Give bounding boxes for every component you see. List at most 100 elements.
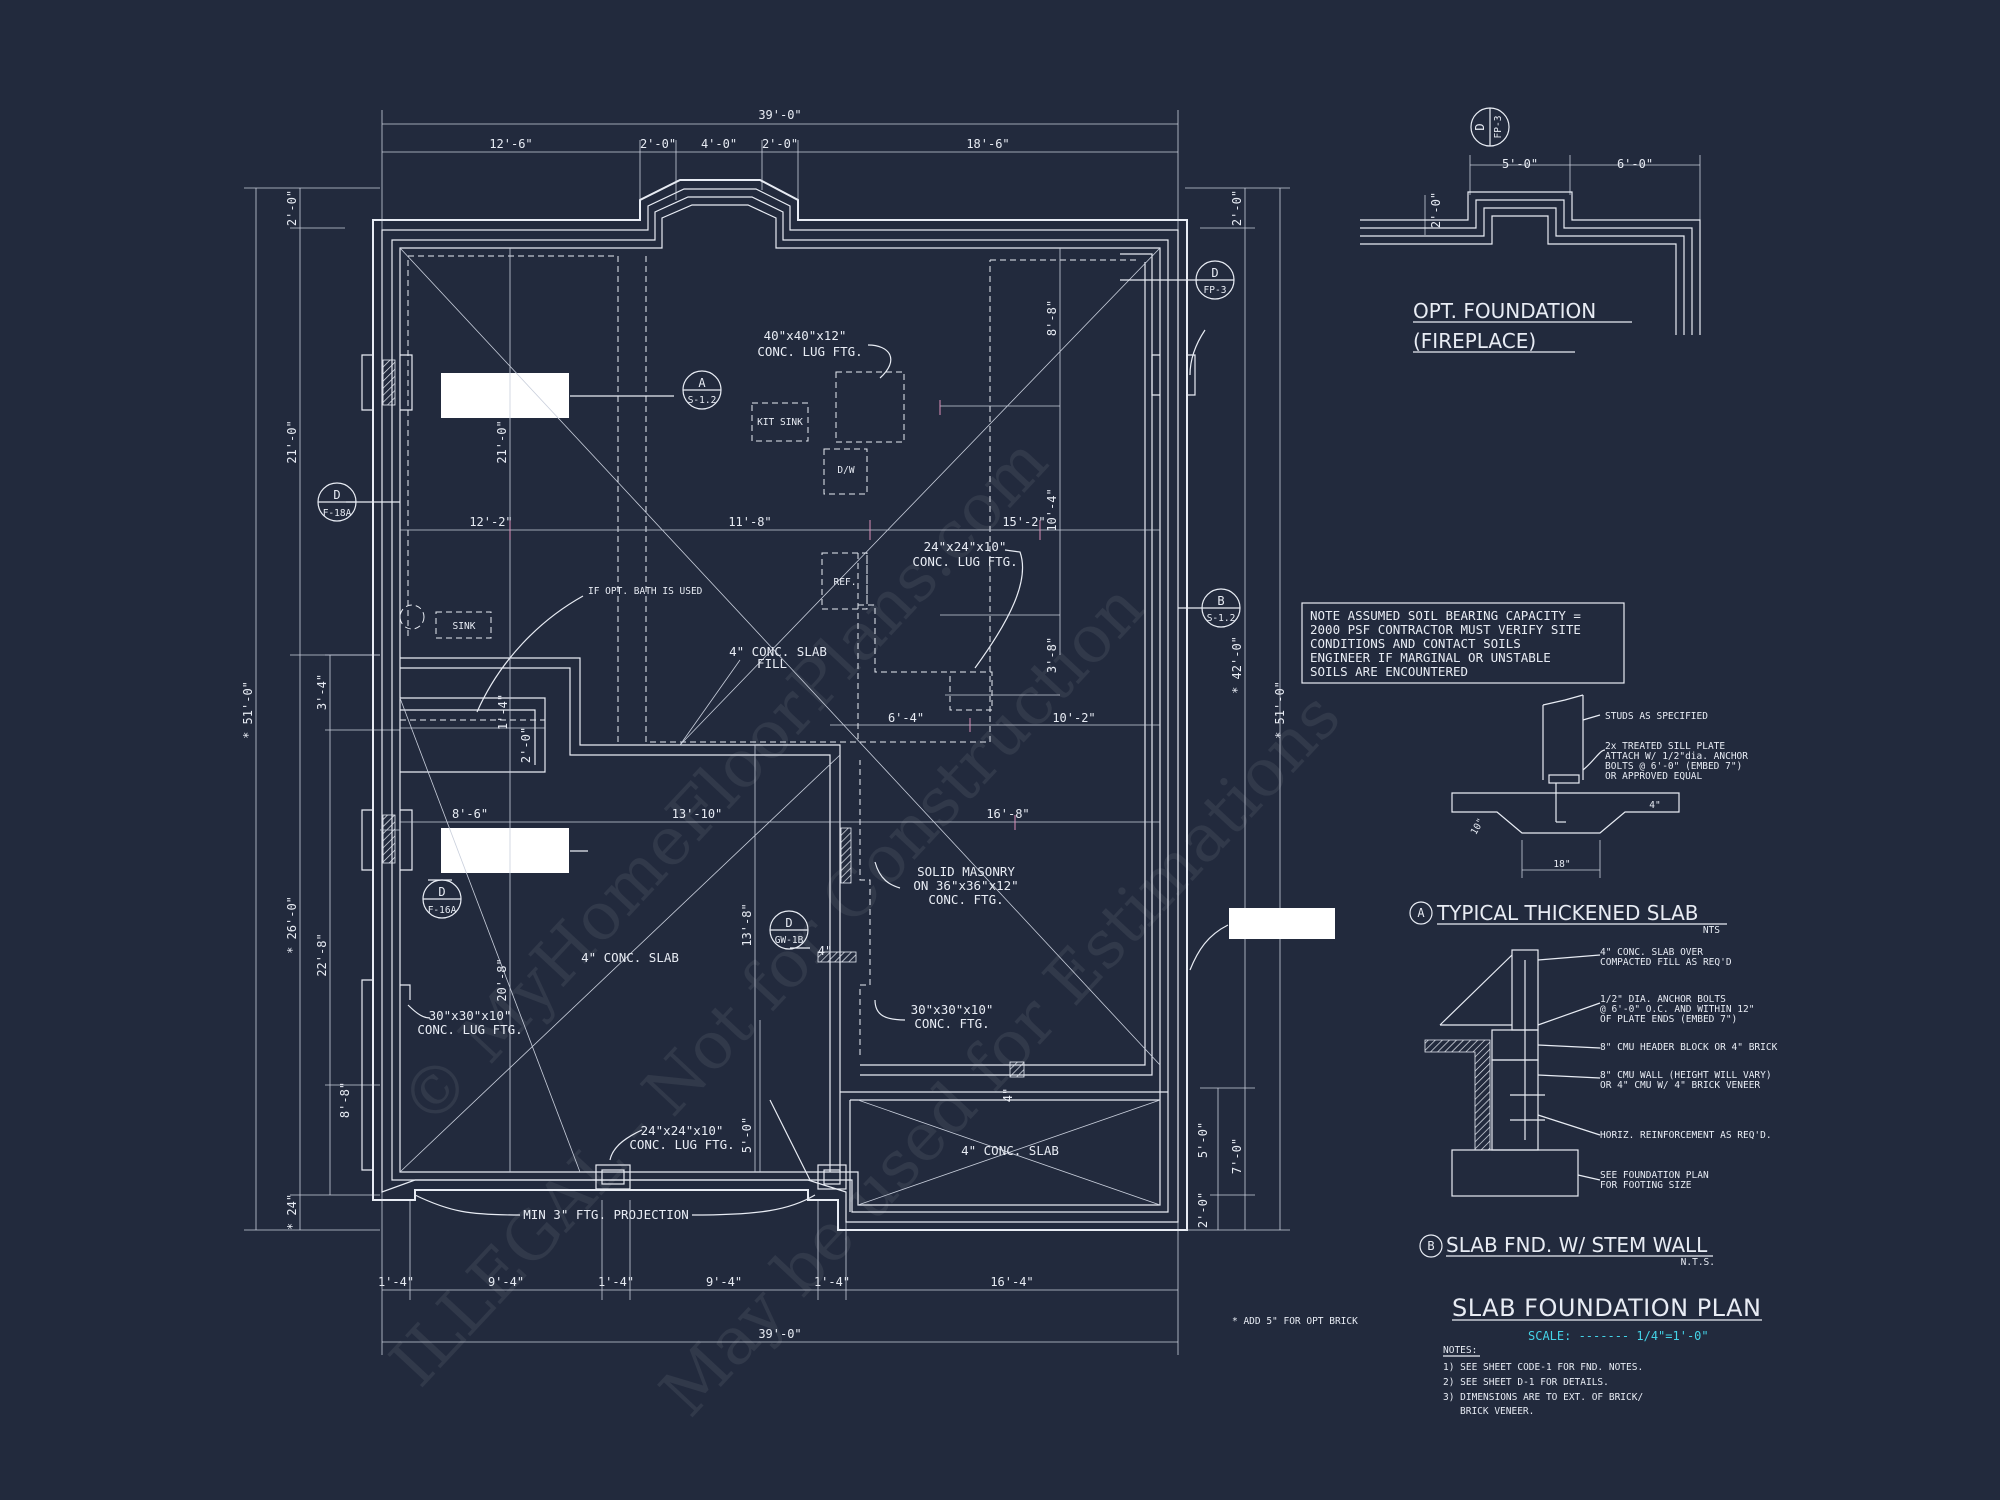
label-sink: SINK [453,621,476,632]
foundation-walls [361,179,1335,1231]
svg-text:S-1.2: S-1.2 [688,395,717,406]
svg-text:2000 PSF CONTRACTOR MUST VERIF: 2000 PSF CONTRACTOR MUST VERIFY SITE [1310,622,1581,637]
section-tag-d-fp3-top[interactable]: D FP-3 [1470,107,1510,147]
svg-text:4": 4" [1649,800,1660,811]
notes-heading: NOTES: [1443,1345,1477,1356]
svg-text:BOLTS @ 6'-0" (EMBED 7"): BOLTS @ 6'-0" (EMBED 7") [1605,761,1742,772]
dim-bottom-1: 1'-4" [378,1275,414,1289]
svg-text:FP-3: FP-3 [1493,116,1504,139]
svg-text:15'-2": 15'-2" [1002,515,1045,529]
svg-text:20'-8": 20'-8" [495,958,509,1001]
lug-footing-24-outline [949,671,993,711]
svg-text:3) DIMENSIONS ARE TO EXT. OF B: 3) DIMENSIONS ARE TO EXT. OF BRICK/ [1443,1392,1643,1403]
toilet-outline [399,604,425,630]
svg-text:BRICK VENEER.: BRICK VENEER. [1460,1406,1534,1417]
svg-text:N.T.S.: N.T.S. [1681,1257,1715,1268]
label-solid-masonry: SOLID MASONRY [917,864,1015,879]
svg-text:ATTACH W/ 1/2"dia. ANCHOR: ATTACH W/ 1/2"dia. ANCHOR [1605,751,1748,762]
svg-text:1) SEE SHEET CODE-1 FOR FND. N: 1) SEE SHEET CODE-1 FOR FND. NOTES. [1443,1362,1643,1373]
section-tags: A S-1.2 D FP-3 D F-18A B S-1.2 D F-16A D… [317,107,1510,950]
svg-text:3'-8": 3'-8" [1045,637,1059,673]
svg-text:SEE FOUNDATION PLAN: SEE FOUNDATION PLAN [1600,1170,1709,1181]
fireplace-dim-2: 6'-0" [1617,157,1653,171]
fireplace-dim-3: 2'-0" [1429,192,1443,228]
svg-text:21'-0": 21'-0" [495,420,509,463]
fireplace-detail: 5'-0" 6'-0" 2'-0" OPT. FOUNDATION (FIREP… [1360,155,1701,353]
svg-text:SOILS ARE ENCOUNTERED: SOILS ARE ENCOUNTERED [1310,664,1468,679]
svg-text:ENGINEER IF MARGINAL OR UNSTAB: ENGINEER IF MARGINAL OR UNSTABLE [1310,650,1551,665]
fireplace-dim-1: 5'-0" [1502,157,1538,171]
svg-text:13'-10": 13'-10" [672,807,723,821]
label-solid-masonry-2: ON 36"x36"x12" [913,878,1018,893]
section-tag-d-gw1b[interactable]: D GW-1B [769,910,809,950]
plan-labels: 40"x40"x12" CONC. LUG FTG. KIT SINK D/W … [417,328,1358,1327]
svg-text:8'-8": 8'-8" [1045,300,1059,336]
label-footing-30b: CONC. FTG. [914,1016,989,1031]
svg-text:D: D [1473,123,1487,130]
plan-title: SLAB FOUNDATION PLAN [1452,1294,1761,1322]
label-slab-fill-2: FILL [757,656,787,671]
lug-footing-40-outline [835,371,905,443]
dimension-text: 39'-0" 12'-6" 2'-0" 4'-0" 2'-0" 18'-6" 3… [241,108,1287,1341]
svg-text:OF PLATE ENDS (EMBED 7"): OF PLATE ENDS (EMBED 7") [1600,1014,1737,1025]
svg-text:2x TREATED SILL PLATE: 2x TREATED SILL PLATE [1605,741,1725,752]
dim-bottom-5: 1'-4" [814,1275,850,1289]
dim-bottom-overall: 39'-0" [758,1327,801,1341]
label-lug-footing-24d: CONC. LUG FTG. [629,1137,734,1152]
label-slab-fill: 4" CONC. SLAB [729,644,827,659]
section-tag-d-f16a[interactable]: D F-16A [422,879,462,919]
svg-text:FOR FOOTING SIZE: FOR FOOTING SIZE [1600,1180,1692,1191]
soil-note: NOTE ASSUMED SOIL BEARING CAPACITY = 200… [1301,602,1625,684]
svg-text:OR 4" CMU W/ 4" BRICK VENEER: OR 4" CMU W/ 4" BRICK VENEER [1600,1080,1760,1091]
svg-text:A: A [1417,906,1425,920]
dim-left-b: 21'-0" [285,420,299,463]
dim-top-5: 18'-6" [966,137,1009,151]
dim-right-d: 7'-0" [1230,1138,1244,1174]
svg-text:D: D [1211,266,1218,280]
label-lug-footing-30b: CONC. LUG FTG. [417,1022,522,1037]
label-kit-sink: KIT SINK [757,417,803,428]
label-lug-footing-24: 24"x24"x10" [924,539,1007,554]
interior-dimension-lines [380,248,1160,1172]
dim-left-e: 3'-4" [315,674,329,710]
dim-top-1: 12'-6" [489,137,532,151]
svg-text:B: B [1217,594,1224,608]
section-tag-b-s12[interactable]: B S-1.2 [1201,588,1241,628]
svg-text:@ 6'-0" O.C. AND WITHIN 12": @ 6'-0" O.C. AND WITHIN 12" [1600,1004,1754,1015]
label-slab-right: 4" CONC. SLAB [961,1143,1059,1158]
label-lug-footing-30: 30"x30"x10" [429,1008,512,1023]
section-tag-d-fp3[interactable]: D FP-3 [1195,260,1235,300]
svg-text:8'-6": 8'-6" [452,807,488,821]
svg-text:NTS: NTS [1703,925,1720,936]
dim-bottom-2: 9'-4" [488,1275,524,1289]
svg-text:10'-2": 10'-2" [1052,711,1095,725]
svg-text:5'-0": 5'-0" [740,1117,754,1153]
svg-text:12'-2": 12'-2" [469,515,512,529]
svg-text:6'-4": 6'-4" [888,711,924,725]
dim-left-d: * 24" [285,1194,299,1230]
dim-top-overall: 39'-0" [758,108,801,122]
dim-top-2: 2'-0" [640,137,676,151]
svg-text:2) SEE SHEET D-1 FOR DETAILS.: 2) SEE SHEET D-1 FOR DETAILS. [1443,1377,1609,1388]
dim-bottom-3: 1'-4" [598,1275,634,1289]
dim-top-4: 2'-0" [762,137,798,151]
section-tag-d-f18a[interactable]: D F-18A [317,482,357,522]
dim-left-f: 22'-8" [315,933,329,976]
svg-text:B: B [1427,1239,1434,1253]
label-refrigerator: REF. [834,577,857,588]
svg-text:13'-8": 13'-8" [740,903,754,946]
label-dishwasher: D/W [837,465,854,476]
dim-left-g: 8'-8" [338,1082,352,1118]
svg-text:4": 4" [818,944,832,958]
dimension-lines [244,110,1290,1355]
kitchen-sink-outline [751,402,809,442]
dim-right-overall: * 51'-0" [1273,681,1287,739]
svg-text:STUDS AS SPECIFIED: STUDS AS SPECIFIED [1605,711,1708,722]
section-tag-a-s12[interactable]: A S-1.2 [682,370,722,410]
svg-text:4" CONC. SLAB OVER: 4" CONC. SLAB OVER [1600,947,1703,958]
svg-text:D: D [438,885,445,899]
label-solid-masonry-3: CONC. FTG. [928,892,1003,907]
svg-text:A: A [698,376,706,390]
